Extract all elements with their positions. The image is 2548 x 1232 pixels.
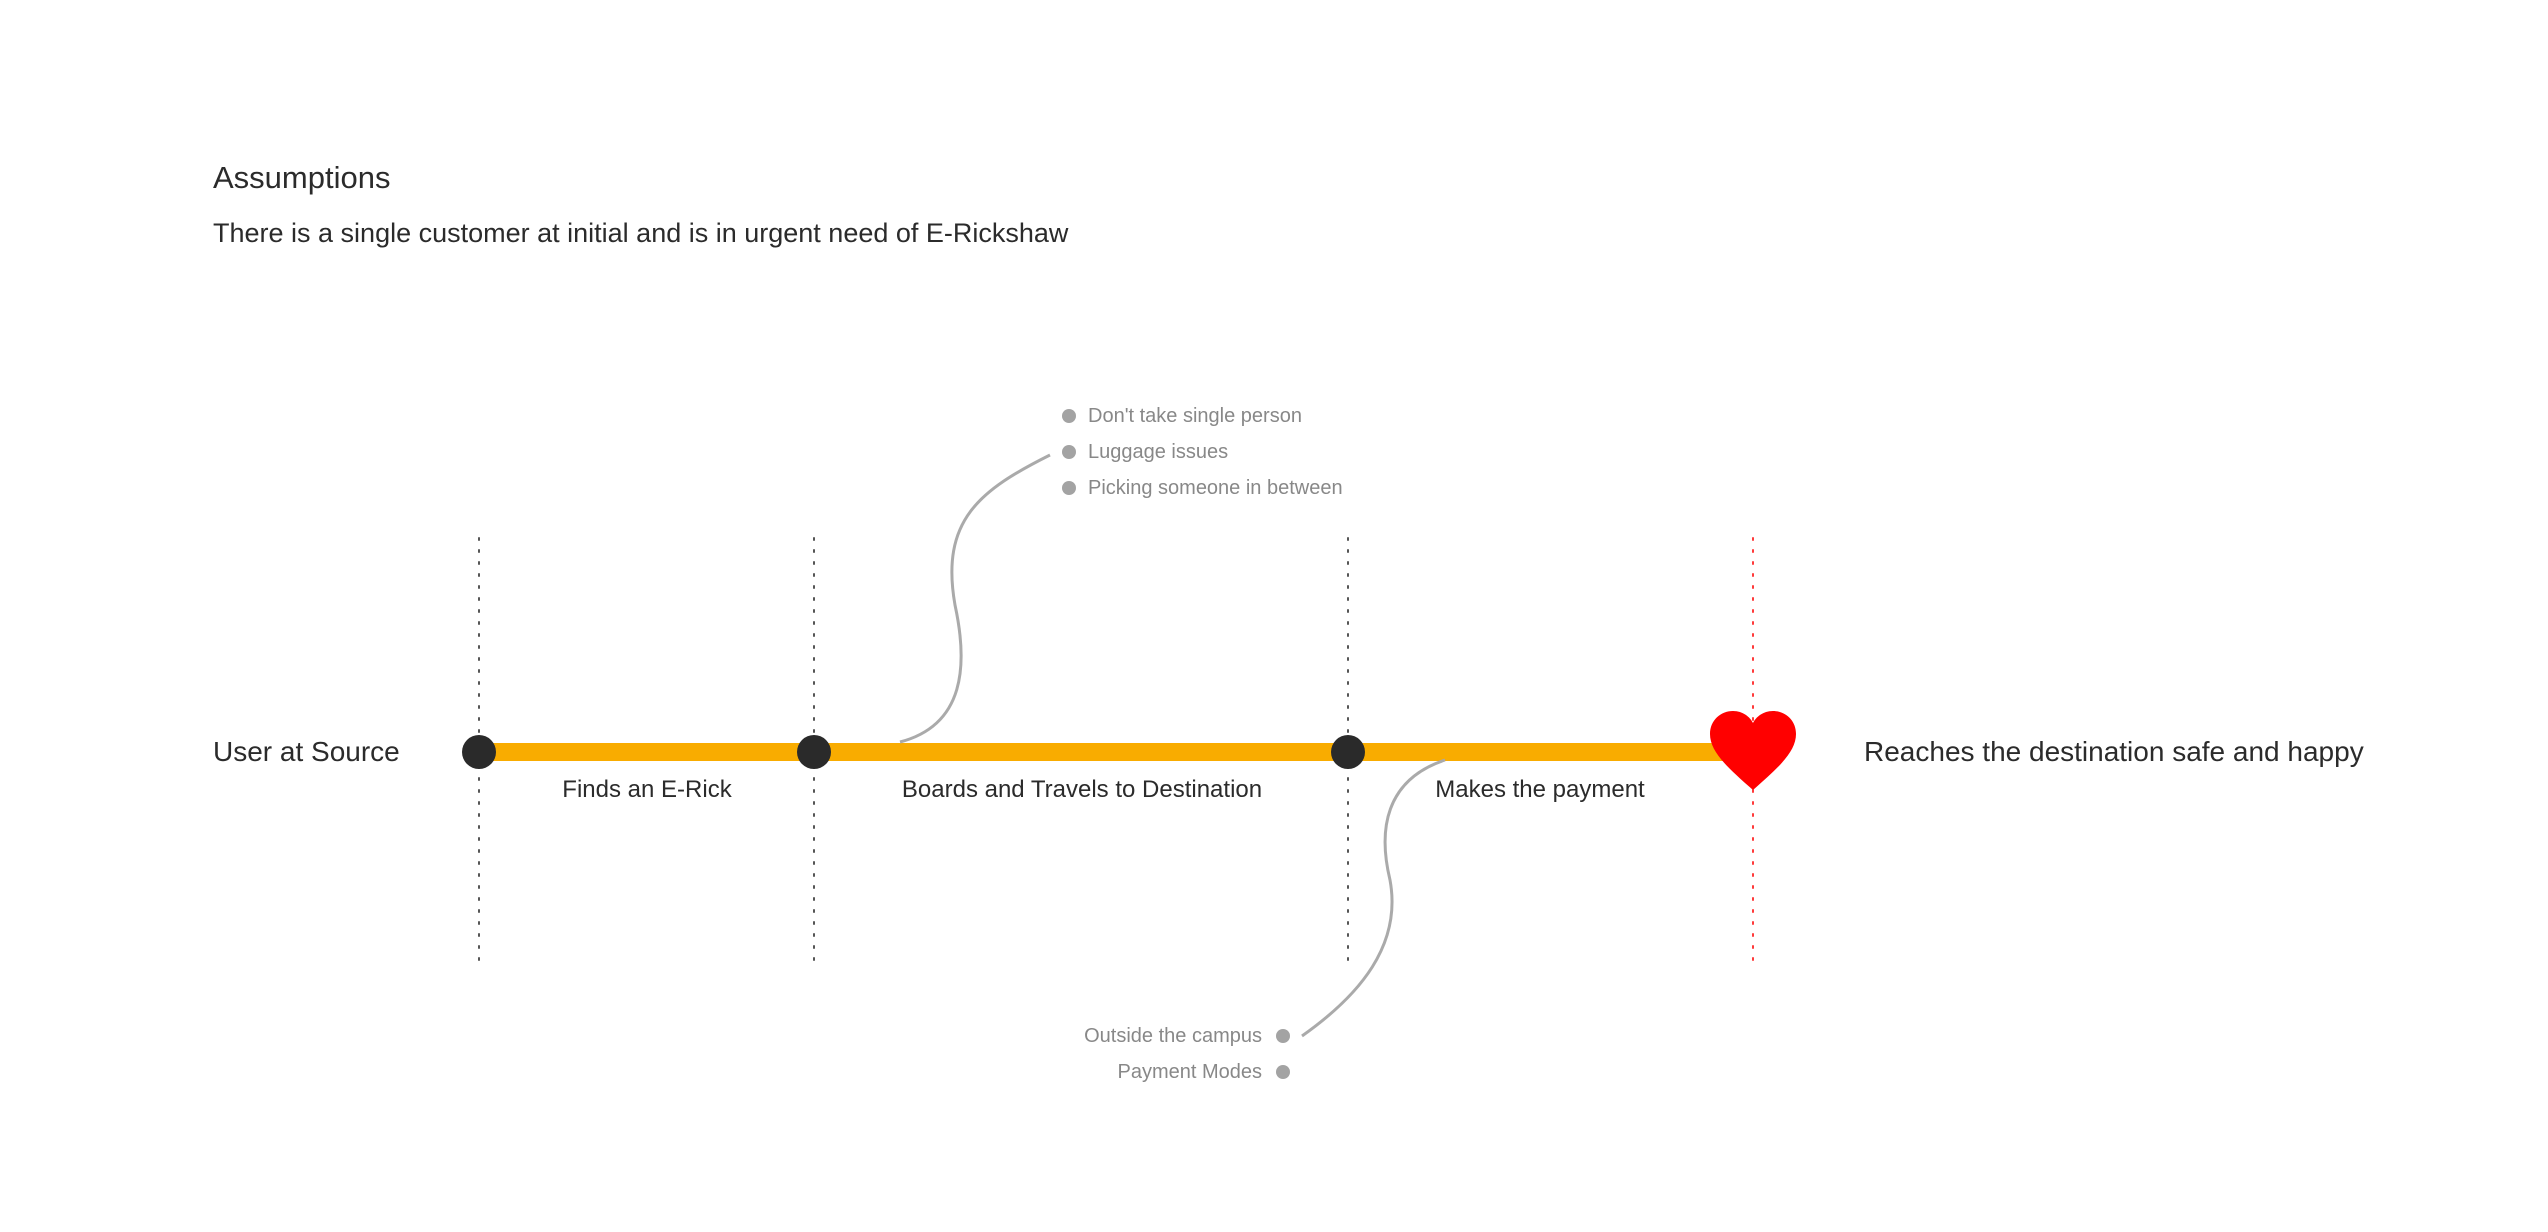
bullet-dot <box>1062 481 1076 495</box>
assumptions-heading: Assumptions <box>213 160 391 195</box>
pain-point: Picking someone in between <box>1062 470 1343 506</box>
pain-point-text: Picking someone in between <box>1088 476 1343 499</box>
stage-node-pay <box>1331 735 1365 769</box>
boarding-pain-connector <box>899 453 1051 744</box>
end-label: Reaches the destination safe and happy <box>1864 736 2364 767</box>
pain-point: Outside the campus <box>1084 1018 1290 1054</box>
stage-node-board <box>797 735 831 769</box>
pain-point-text: Payment Modes <box>1117 1060 1262 1083</box>
assumptions-text: There is a single customer at initial an… <box>213 218 1069 248</box>
stage-label-board: Boards and Travels to Destination <box>901 776 1263 803</box>
pain-point: Don't take single person <box>1062 398 1343 434</box>
boarding-pain-points: Don't take single person Luggage issues … <box>1062 398 1343 506</box>
pain-point-text: Luggage issues <box>1088 440 1229 463</box>
bullet-dot <box>1276 1065 1290 1079</box>
bullet-dot <box>1062 409 1076 423</box>
bullet-dot <box>1276 1029 1290 1043</box>
payment-pain-connector <box>1301 758 1446 1038</box>
heart-icon <box>1710 711 1796 790</box>
pain-point-text: Outside the campus <box>1084 1024 1262 1047</box>
bullet-dot <box>1062 445 1076 459</box>
pain-point-text: Don't take single person <box>1088 404 1302 427</box>
stage-label-find: Finds an E-Rick <box>562 776 732 803</box>
pain-point: Payment Modes <box>1084 1054 1290 1090</box>
stage-label-pay: Makes the payment <box>1435 776 1645 803</box>
stage-node-source <box>462 735 496 769</box>
payment-pain-points: Outside the campus Payment Modes <box>1084 1018 1290 1090</box>
pain-point: Luggage issues <box>1062 434 1343 470</box>
start-label: User at Source <box>213 736 400 767</box>
